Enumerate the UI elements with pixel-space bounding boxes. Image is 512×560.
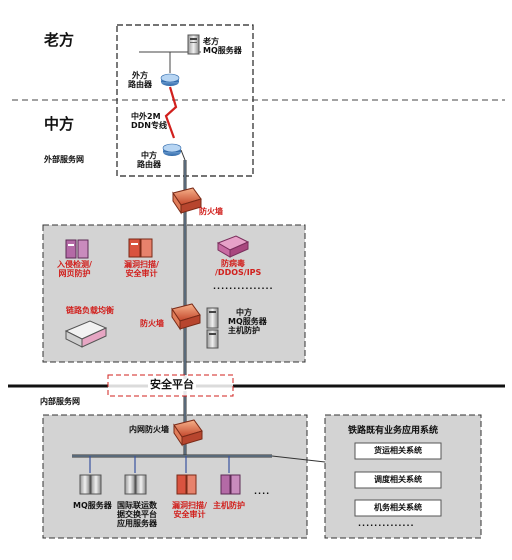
lao-router-label: 外方 路由器	[128, 71, 152, 90]
exchange-label-line-2: 据交换平台	[117, 509, 157, 519]
antivirus-label-line-2: /DDOS/IPS	[215, 267, 262, 277]
zhong-label: 中方	[44, 115, 75, 133]
exchange-label-line-3: 应用服务器	[117, 518, 157, 528]
firewall-inner-label: 防火墙	[140, 319, 164, 328]
railway-system-3: 机务相关系统	[374, 503, 422, 512]
railway-link	[271, 455, 326, 463]
zhong-router-label-line-1: 中方	[141, 151, 157, 160]
host-protect-icon	[220, 474, 241, 495]
internal-mq-server-icon	[79, 474, 102, 495]
lao-router-label-line-1: 外方	[132, 71, 148, 80]
vuln-scan-label-line-1: 漏洞扫描/	[124, 260, 159, 269]
host-protect-label: 主机防护	[213, 501, 245, 510]
lao-router-label-line-2: 路由器	[128, 79, 152, 89]
load-balance-label: 链路负载均衡	[66, 306, 114, 315]
ddn-link-icon	[164, 86, 178, 139]
firewall-outer-icon	[172, 187, 202, 215]
railway-title: 铁路既有业务应用系统	[348, 426, 439, 436]
lao-mq-server-icon	[187, 34, 200, 55]
exchange-label-line-1: 国际联运数	[117, 501, 157, 510]
railway-system-box-2	[354, 471, 442, 489]
zhong-mq-label: 中方 MQ服务器 主机防护	[228, 308, 267, 335]
lao-router-icon	[160, 73, 180, 86]
zhong-mq-server-icon	[206, 307, 219, 349]
ids-label: 入侵检测/ 网页防护	[57, 260, 92, 279]
zhong-router-icon	[162, 143, 182, 156]
router-trunk-link	[180, 149, 186, 161]
zhong-mq-label-line-1: 中方	[236, 308, 252, 317]
vuln-scan-device-icon	[128, 238, 153, 258]
lao-mq-label: 老方 MQ服务器	[203, 37, 242, 56]
railway-system-box-1	[354, 442, 442, 460]
external-net-label: 外部服务网	[44, 155, 84, 164]
lao-mq-label-line-2: MQ服务器	[203, 45, 242, 55]
railway-more-dots: ..............	[358, 519, 415, 528]
ids-device-icon	[65, 239, 89, 259]
internal-vuln-scan-label-line-1: 漏洞扫描/	[172, 501, 207, 510]
ddn-link-label-line-2: DDN专线	[131, 120, 167, 130]
internal-vuln-scan-label-line-2: 安全审计	[173, 509, 206, 519]
intranet-firewall-label: 内网防火墙	[129, 425, 169, 434]
internal-more-dots: ....	[254, 487, 271, 496]
vuln-scan-label: 漏洞扫描/ 安全审计	[124, 260, 159, 279]
zhong-mq-label-line-2: MQ服务器	[228, 316, 267, 326]
dmz-more-dots: ...............	[213, 282, 274, 291]
vuln-scan-label-line-2: 安全审计	[125, 268, 158, 278]
internal-net-label: 内部服务网	[40, 397, 80, 406]
exchange-server-icon	[124, 474, 147, 495]
security-platform-label: 安全平台	[148, 378, 196, 392]
antivirus-label-line-1: 防病毒	[221, 259, 245, 268]
firewall-outer-label: 防火墙	[199, 207, 223, 216]
antivirus-device-icon	[216, 235, 250, 258]
lao-label: 老方	[44, 31, 75, 49]
zhong-mq-label-line-3: 主机防护	[228, 325, 260, 335]
zhong-router-label-line-2: 路由器	[137, 159, 161, 169]
exchange-label: 国际联运数 据交换平台 应用服务器	[117, 501, 157, 528]
antivirus-label: 防病毒 /DDOS/IPS	[215, 259, 262, 278]
firewall-inner-icon	[171, 303, 201, 331]
railway-system-box-3	[354, 499, 442, 517]
load-balancer-icon	[64, 320, 108, 348]
lao-mq-label-line-1: 老方	[203, 37, 219, 46]
internal-vuln-scan-icon	[176, 474, 197, 495]
ddn-link-label: 中外2M DDN专线	[131, 112, 167, 131]
ids-label-line-2: 网页防护	[58, 268, 91, 278]
internal-mq-label: MQ服务器	[73, 501, 112, 510]
ids-label-line-1: 入侵检测/	[57, 260, 92, 269]
ddn-link-label-line-1: 中外2M	[131, 112, 161, 121]
zhong-router-label: 中方 路由器	[137, 151, 161, 170]
railway-system-1: 货运相关系统	[374, 446, 422, 455]
intranet-firewall-icon	[173, 419, 203, 447]
railway-system-2: 调度相关系统	[374, 475, 422, 484]
internal-vuln-scan-label: 漏洞扫描/ 安全审计	[172, 501, 207, 520]
